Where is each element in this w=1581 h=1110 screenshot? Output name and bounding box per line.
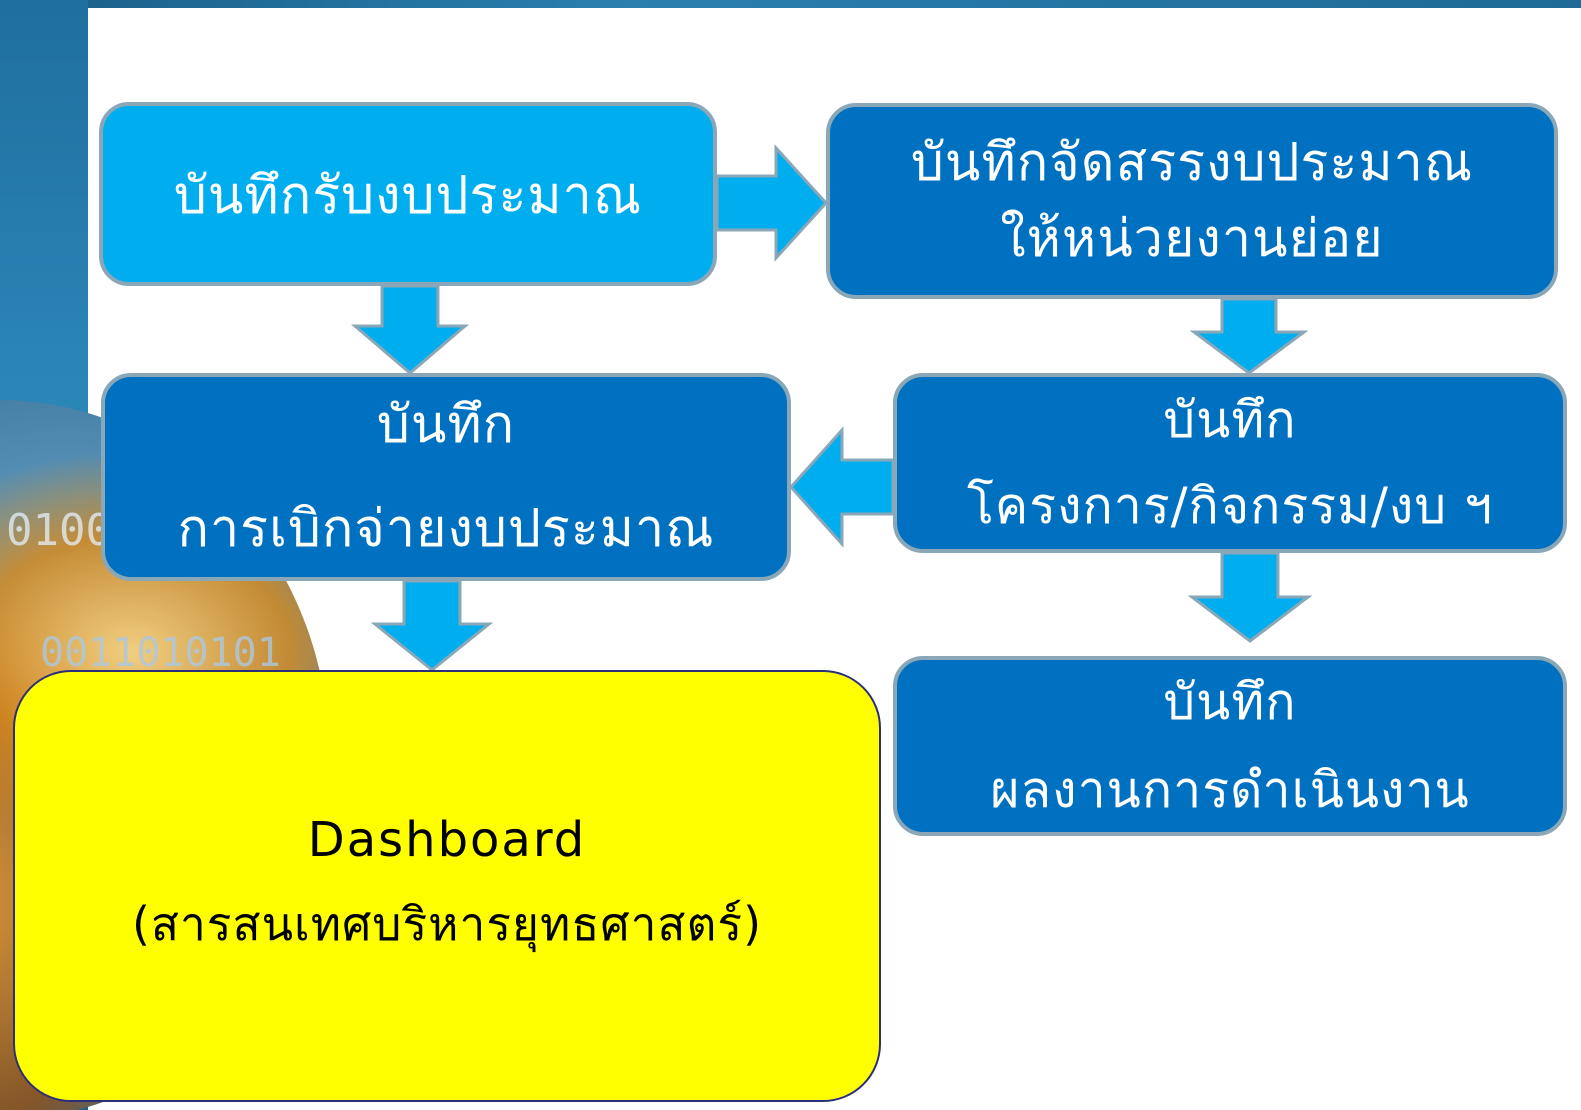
arrow-right-receive-to-allocate [715, 144, 829, 262]
node-project-activity: บันทึก โครงการ/กิจกรรม/งบ ฯ [893, 373, 1567, 553]
arrow-left-project-to-disbursement [788, 426, 895, 548]
node-disbursement: บันทึก การเบิกจ่ายงบประมาณ [101, 373, 791, 581]
node-receive-budget-label: บันทึกรับงบประมาณ [173, 165, 643, 226]
node-performance-line-2: ผลงานการดำเนินงาน [990, 761, 1470, 819]
node-allocate-budget-line-1: บันทึกจัดสรรงบประมาณ [910, 133, 1474, 193]
node-allocate-budget: บันทึกจัดสรรงบประมาณ ให้หน่วยงานย่อย [826, 103, 1558, 299]
arrow-down-allocate-to-project [1189, 297, 1309, 375]
arrow-down-disbursement-to-dashboard [370, 579, 494, 672]
top-accent-bar [0, 0, 1581, 8]
binary-text-decoration: 0011010101 [40, 630, 281, 676]
arrow-down-receive-to-disbursement [350, 284, 470, 375]
node-disbursement-line-2: การเบิกจ่ายงบประมาณ [177, 499, 715, 559]
node-dashboard-subtitle: (สารสนเทศบริหารยุทธศาสตร์) [131, 896, 763, 951]
node-performance: บันทึก ผลงานการดำเนินงาน [893, 656, 1567, 836]
node-dashboard-title: Dashboard [307, 811, 587, 868]
node-receive-budget: บันทึกรับงบประมาณ [99, 102, 717, 286]
node-project-activity-line-1: บันทึก [1163, 391, 1297, 449]
node-allocate-budget-line-2: ให้หน่วยงานย่อย [1000, 209, 1384, 269]
node-dashboard: Dashboard (สารสนเทศบริหารยุทธศาสตร์) [13, 670, 881, 1102]
node-disbursement-line-1: บันทึก [376, 395, 516, 455]
node-project-activity-line-2: โครงการ/กิจกรรม/งบ ฯ [966, 477, 1494, 535]
arrow-down-project-to-performance [1187, 551, 1313, 643]
node-performance-line-1: บันทึก [1163, 673, 1297, 731]
